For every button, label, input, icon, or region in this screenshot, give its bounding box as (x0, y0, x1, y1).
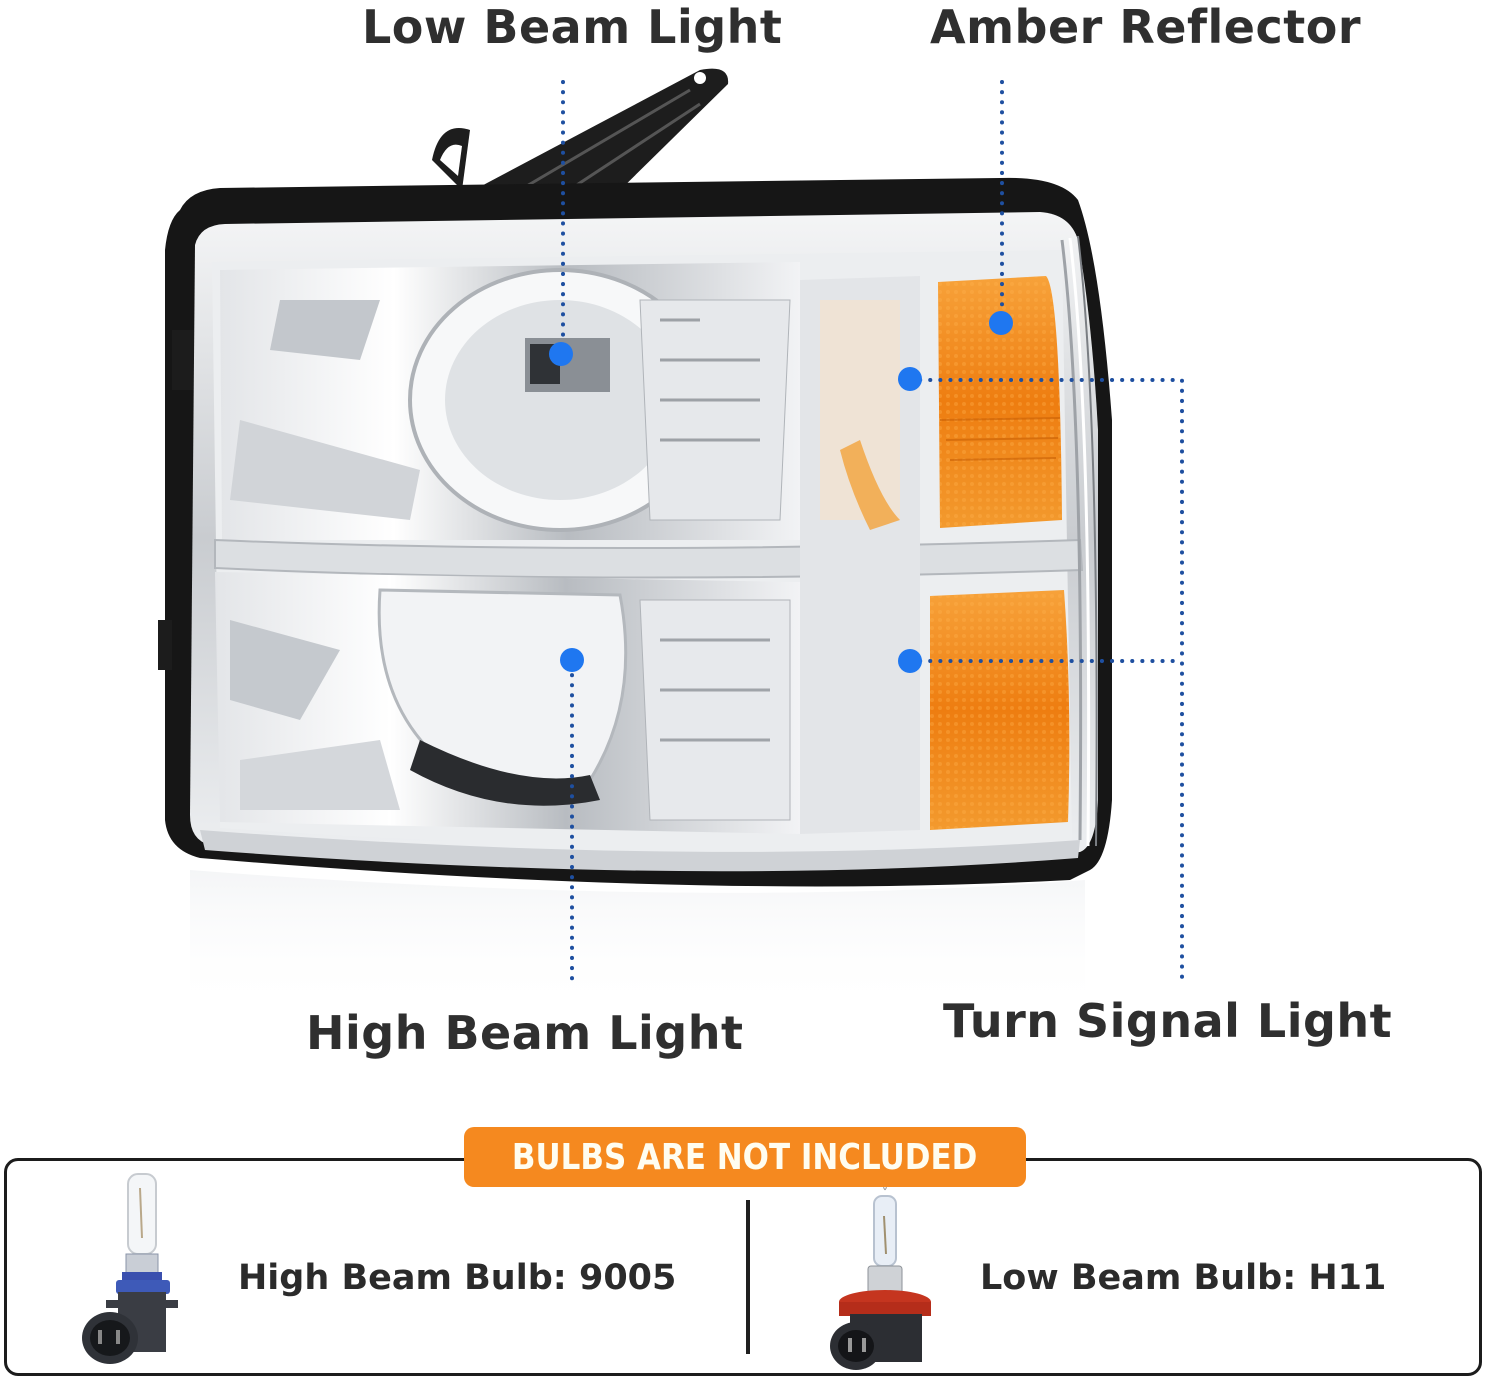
callout-low-beam-light: Low Beam Light (362, 0, 783, 54)
mounting-bracket (432, 68, 729, 200)
marker-high-beam[interactable] (560, 648, 584, 672)
callout-turn-signal-light: Turn Signal Light (943, 994, 1393, 1048)
high-beam-chamber (215, 572, 800, 834)
low-beam-chamber (220, 262, 800, 540)
low-beam-bulb-spec: Low Beam Bulb: H11 (980, 1258, 1387, 1298)
bulb-divider (746, 1200, 750, 1354)
marker-turn-signal-upper[interactable] (898, 367, 922, 391)
headlight-reflection (190, 870, 1085, 1013)
high-beam-bulb-spec: High Beam Bulb: 9005 (238, 1258, 677, 1298)
mount-tab (172, 330, 194, 390)
bulbs-not-included-banner: BULBS ARE NOT INCLUDED (464, 1127, 1026, 1187)
leader-turn-signal (908, 378, 1184, 987)
mount-tab (158, 620, 172, 670)
marker-turn-signal-lower[interactable] (898, 649, 922, 673)
marker-amber-reflector[interactable] (989, 311, 1013, 335)
h11-bulb-icon (830, 1186, 931, 1370)
marker-low-beam[interactable] (549, 342, 573, 366)
headlight-illustration (158, 68, 1184, 1013)
banner-text: BULBS ARE NOT INCLUDED (512, 1136, 978, 1178)
9005-bulb-icon (82, 1173, 178, 1364)
callout-amber-reflector: Amber Reflector (930, 0, 1362, 54)
callout-high-beam-light: High Beam Light (306, 1006, 744, 1060)
